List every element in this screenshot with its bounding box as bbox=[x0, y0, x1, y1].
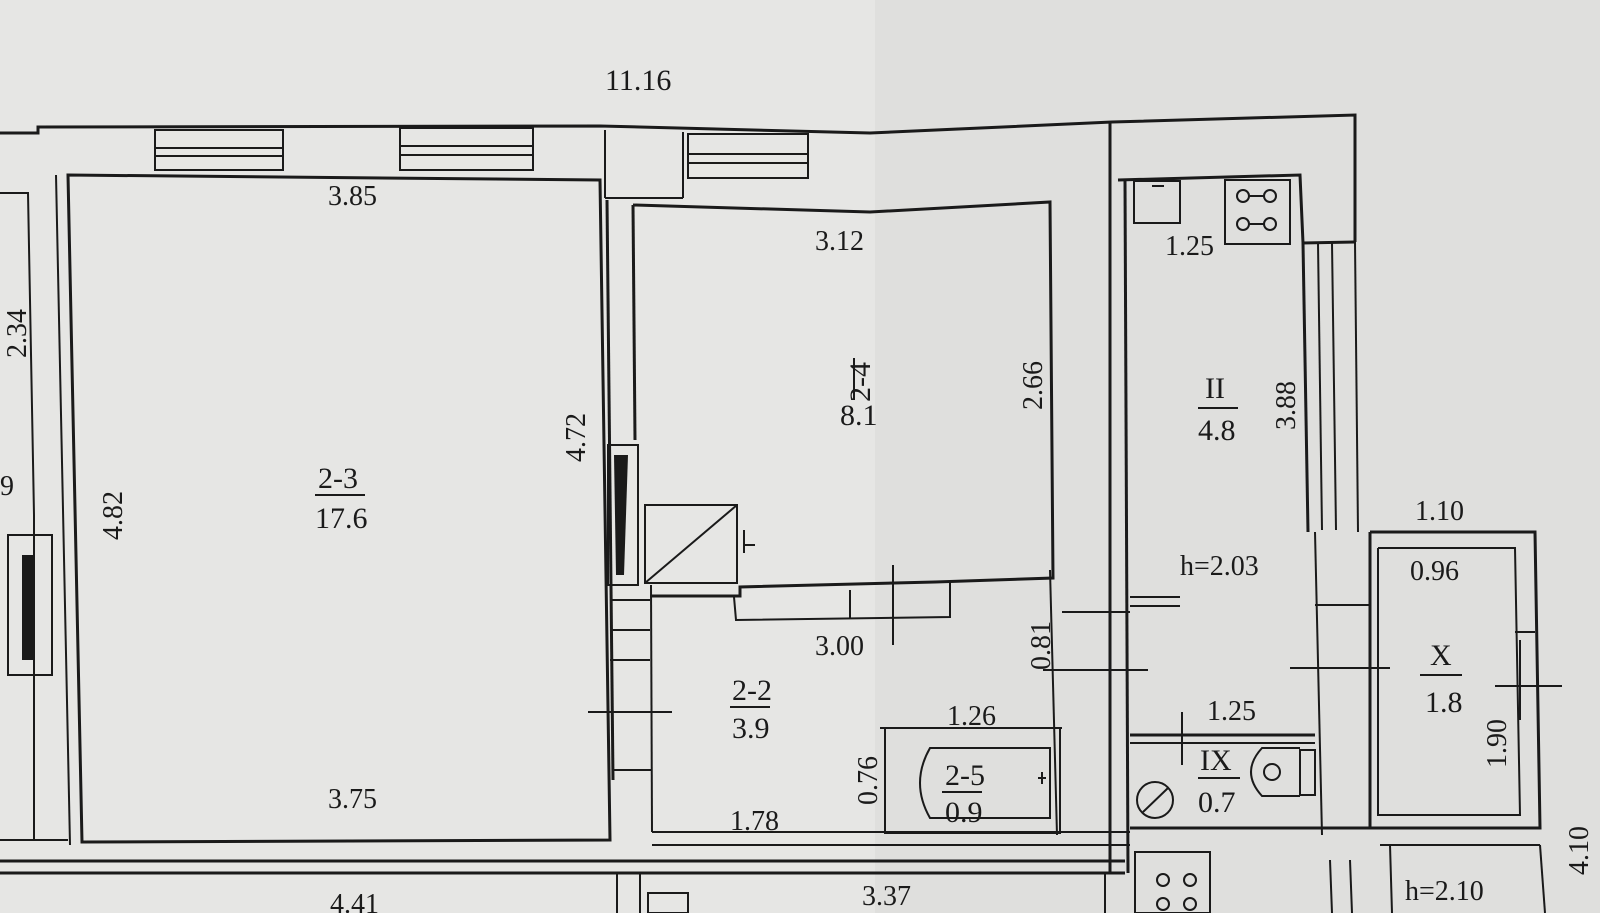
dim-toilet-width: 1.25 bbox=[1207, 696, 1256, 727]
room-2-2-area: 3.9 bbox=[732, 712, 770, 745]
room-2-5-area: 0.9 bbox=[945, 796, 983, 829]
room-ii-id: II bbox=[1205, 372, 1225, 405]
dim-room-23-right: 4.72 bbox=[561, 413, 592, 462]
kitchen-walls bbox=[1117, 173, 1390, 836]
dim-room-23-left: 4.82 bbox=[98, 491, 129, 540]
room-2-3-area: 17.6 bbox=[315, 502, 368, 535]
left-neighbor-strip bbox=[0, 192, 68, 841]
room-ii-area: 4.8 bbox=[1198, 414, 1236, 447]
bottom-stove-icon bbox=[1156, 873, 1197, 911]
toilet-room-walls bbox=[1130, 712, 1370, 913]
partition-wall bbox=[588, 199, 672, 833]
dim-balcony-top-outer: 1.10 bbox=[1415, 496, 1464, 527]
dimension-labels: 11.16 3.85 4.72 4.82 3.75 2.34 9 3.12 2.… bbox=[0, 64, 1595, 913]
dim-top-total: 11.16 bbox=[605, 64, 671, 97]
dim-right-edge: 4.10 bbox=[1564, 826, 1595, 875]
room-labels: 2-3 17.6 2-4 8.1 2-2 3.9 2-5 0.9 II 4.8 … bbox=[315, 358, 1463, 829]
top-windows bbox=[154, 127, 809, 199]
outer-walls bbox=[0, 113, 1357, 875]
room-2-2-id: 2-2 bbox=[732, 674, 772, 707]
dim-room-24-right: 2.66 bbox=[1018, 361, 1049, 410]
room-x-area: 1.8 bbox=[1425, 686, 1463, 719]
room-2-3-walls bbox=[55, 173, 612, 846]
dim-kitchen-height: h=2.03 bbox=[1180, 551, 1259, 582]
room-ix-id: IX bbox=[1200, 744, 1232, 777]
dim-corridor-right: 0.81 bbox=[1026, 621, 1057, 670]
dim-balcony-top-inner: 0.96 bbox=[1410, 556, 1459, 587]
dim-bath-depth: 0.76 bbox=[853, 756, 884, 805]
dim-kitchen-depth: 3.88 bbox=[1271, 381, 1302, 430]
bathtub bbox=[880, 727, 1062, 834]
room-2-4-area: 8.1 bbox=[840, 399, 878, 432]
paper-left-half bbox=[0, 0, 875, 913]
dim-bath-width: 1.26 bbox=[947, 701, 996, 732]
dim-bottom-mid: 3.37 bbox=[862, 881, 911, 912]
room-2-5-id: 2-5 bbox=[945, 759, 985, 792]
floor-drain-icon bbox=[1136, 781, 1174, 819]
dim-bottom-right-height: h=2.10 bbox=[1405, 876, 1484, 907]
paper-right-half bbox=[875, 0, 1600, 913]
room-2-4-id: 2-4 bbox=[844, 362, 877, 402]
dim-corridor-bottom: 1.78 bbox=[730, 806, 779, 837]
room-2-4-walls bbox=[632, 200, 1055, 645]
room-ix-area: 0.7 bbox=[1198, 786, 1236, 819]
dim-corridor-top: 3.00 bbox=[815, 631, 864, 662]
dim-room-24-top: 3.12 bbox=[815, 226, 864, 257]
dim-bottom-left: 4.41 bbox=[330, 889, 379, 913]
dim-left-partial: 9 bbox=[0, 471, 14, 502]
room-2-3-id: 2-3 bbox=[318, 462, 358, 495]
bottom-neighbor-walls bbox=[616, 873, 1106, 913]
dim-balcony-side: 1.90 bbox=[1482, 719, 1513, 768]
kitchen-stove-icon bbox=[1224, 179, 1291, 245]
dim-left-edge: 2.34 bbox=[2, 309, 33, 358]
balcony-walls bbox=[1329, 530, 1562, 913]
toilet-icon bbox=[1250, 747, 1316, 797]
dim-room-23-bottom: 3.75 bbox=[328, 784, 377, 815]
dim-kitchen-top: 1.25 bbox=[1165, 231, 1214, 262]
kitchen-sink-icon bbox=[1133, 180, 1181, 224]
dim-room-23-top: 3.85 bbox=[328, 181, 377, 212]
room-x-id: X bbox=[1430, 639, 1452, 672]
